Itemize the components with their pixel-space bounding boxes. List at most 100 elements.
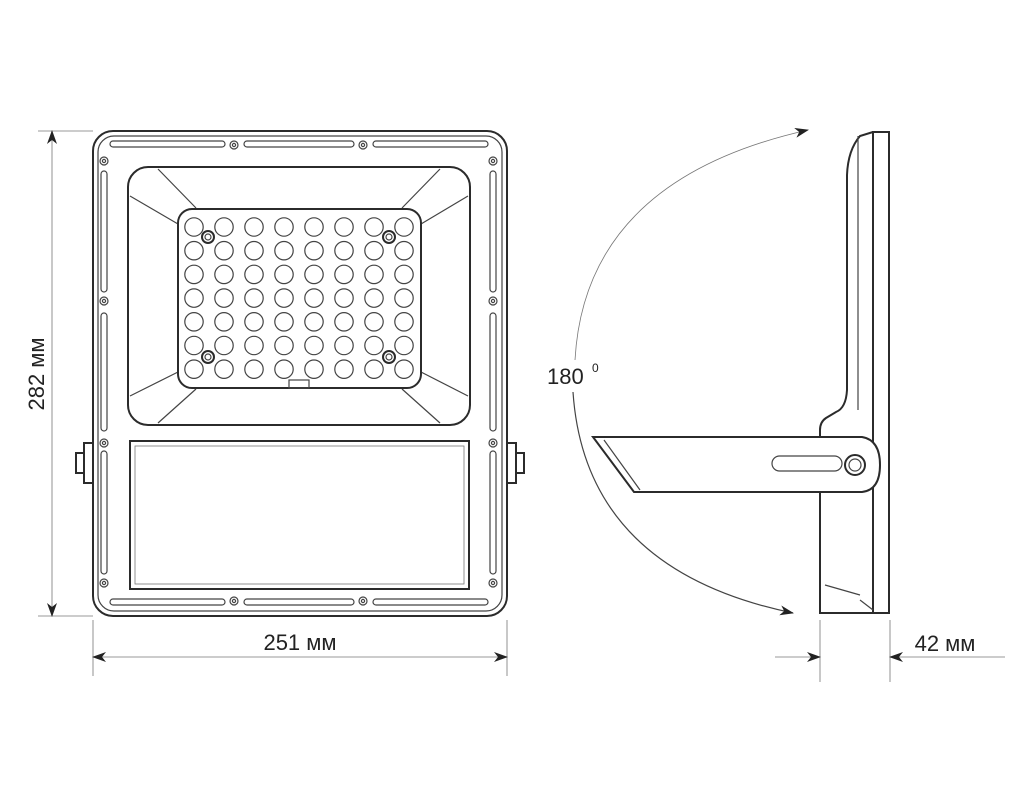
led-lens [364, 217, 384, 237]
led-lens [184, 264, 204, 285]
led-lens [244, 217, 264, 237]
frame-screws [99, 140, 498, 606]
led-lens [394, 217, 414, 237]
screw-icon [99, 438, 109, 448]
led-lens [304, 288, 324, 308]
led-lens [244, 359, 264, 379]
led-lens [184, 335, 204, 356]
screw-icon [358, 140, 368, 150]
frame-slot [489, 170, 497, 293]
led-lens [334, 217, 354, 237]
led-lens [214, 311, 234, 332]
led-lens [364, 240, 384, 261]
screw-hole [101, 580, 107, 586]
screw-hole [490, 440, 496, 446]
board-tab [288, 379, 310, 389]
screw-hole [231, 142, 237, 148]
screw-hole [204, 353, 212, 361]
screw-hole [490, 158, 496, 164]
screw-icon [358, 596, 368, 606]
frame-slot [243, 140, 355, 148]
height-dimension [38, 130, 93, 617]
led-lens [394, 311, 414, 332]
led-lens [364, 288, 384, 308]
housing-outline [92, 130, 508, 617]
led-lens [304, 311, 324, 332]
side-back-plate [872, 131, 890, 614]
height-label: 282 мм [24, 337, 49, 410]
led-lens [214, 264, 234, 285]
side-body-outline [819, 131, 874, 614]
led-lens [334, 288, 354, 308]
side-view [591, 131, 890, 614]
led-lens [274, 264, 294, 285]
frame-slots [100, 140, 497, 606]
led-lens [334, 264, 354, 285]
screw-icon [488, 578, 498, 588]
led-lens [274, 311, 294, 332]
frame-slot [372, 598, 489, 606]
led-lens [274, 288, 294, 308]
degree-symbol: 0 [592, 361, 599, 375]
led-lens [214, 335, 234, 356]
screw-hole [360, 598, 366, 604]
housing-inner-edge [97, 135, 503, 612]
led-lens [394, 335, 414, 356]
screw-icon [201, 230, 215, 244]
depth-label: 42 мм [915, 631, 976, 656]
rotation-angle-label: 180 [547, 364, 584, 389]
screw-hole [360, 142, 366, 148]
side-bracket-right [506, 442, 525, 484]
led-lens [244, 240, 264, 261]
led-lens [364, 335, 384, 356]
led-lens [274, 335, 294, 356]
frame-slot [243, 598, 355, 606]
screw-icon [99, 296, 109, 306]
frame-slot [372, 140, 489, 148]
frame-slot [109, 140, 226, 148]
rotation-arc [572, 127, 809, 616]
led-lens [334, 311, 354, 332]
led-lens [184, 288, 204, 308]
led-lens [274, 359, 294, 379]
screw-hole [101, 298, 107, 304]
board-mount-screws [201, 230, 396, 364]
screw-hole [204, 233, 212, 241]
frame-slot [100, 450, 108, 575]
led-lens [244, 335, 264, 356]
led-lens [304, 217, 324, 237]
led-lens [334, 359, 354, 379]
led-lens [244, 311, 264, 332]
width-dimension [92, 620, 508, 676]
led-lens [244, 264, 264, 285]
led-lens [364, 264, 384, 285]
led-lens [364, 359, 384, 379]
screw-icon [229, 140, 239, 150]
led-lens [334, 335, 354, 356]
screw-icon [229, 596, 239, 606]
screw-icon [488, 438, 498, 448]
led-lens [184, 217, 204, 237]
screw-icon [382, 230, 396, 244]
led-lens [394, 359, 414, 379]
screw-hole [101, 440, 107, 446]
frame-slot [100, 312, 108, 432]
screw-hole [101, 158, 107, 164]
led-lens [394, 264, 414, 285]
led-lens [304, 240, 324, 261]
frame-slot [489, 450, 497, 575]
led-lens [274, 217, 294, 237]
led-lens [334, 240, 354, 261]
frame-slot [100, 170, 108, 293]
frame-slot [489, 312, 497, 432]
screw-hole [231, 598, 237, 604]
led-lens [274, 240, 294, 261]
led-lens [394, 240, 414, 261]
led-lens [364, 311, 384, 332]
side-bracket-left [75, 442, 94, 484]
driver-panel-inner [134, 445, 465, 585]
led-array [184, 217, 414, 379]
mounting-arm [591, 436, 882, 493]
